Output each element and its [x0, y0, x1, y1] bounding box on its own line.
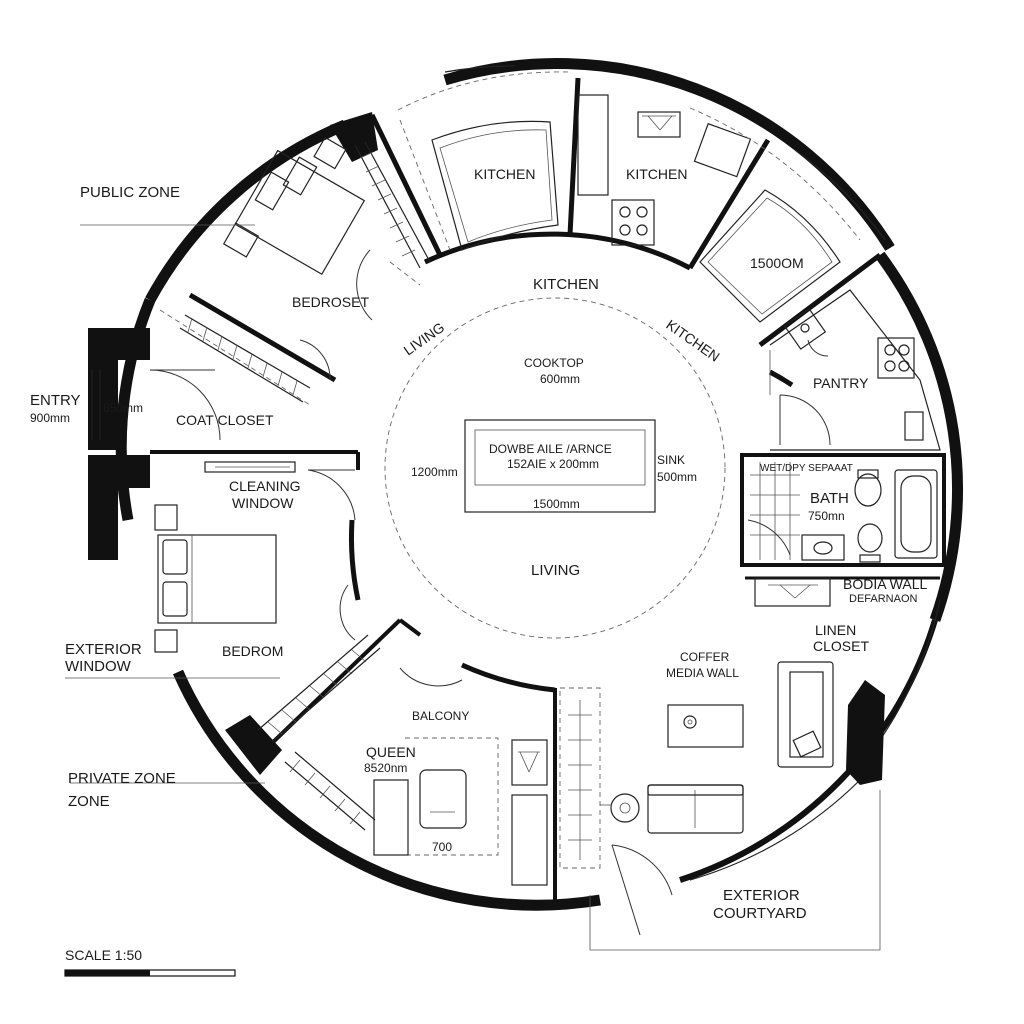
upper-wardrobe-hatch — [354, 141, 431, 269]
leader-lines — [65, 224, 280, 784]
partition-walls — [150, 77, 946, 902]
sink-dim-label: 500mm — [657, 470, 697, 484]
media-wall-hatch — [559, 687, 601, 869]
left-bedroom-fixtures — [154, 461, 356, 653]
table-label-2: 152AIE x 200mm — [507, 457, 599, 471]
linen-label-1: LINEN — [815, 622, 856, 638]
queen-label: QUEEN — [366, 744, 416, 760]
coat-closet-label: COAT CLOSET — [176, 412, 274, 428]
cleaning-label-2: WINDOW — [232, 495, 294, 511]
bath-tile-grid — [750, 462, 800, 560]
inner-wall — [349, 231, 794, 693]
cooktop-dim-label: 600mm — [540, 372, 580, 386]
bedrom-label: BEDROM — [222, 643, 283, 659]
bathroom-fixtures — [747, 462, 938, 607]
living-label: LIVING — [531, 562, 580, 579]
scale-bar — [64, 969, 236, 977]
exterior-window-label-1: EXTERIOR — [65, 641, 142, 658]
lower-wardrobe-hatch — [257, 634, 381, 743]
entry-label: ENTRY — [30, 392, 81, 409]
dim-700-label: 700 — [432, 840, 452, 854]
public-zone-label: PUBLIC ZONE — [80, 184, 180, 201]
outer-wall — [115, 58, 963, 911]
linen-label-2: CLOSET — [813, 638, 869, 654]
kitchen-label-1: KITCHEN — [474, 166, 535, 182]
private-zone-label-1: PRIVATE ZONE — [68, 770, 176, 787]
scale-label: SCALE 1:50 — [65, 947, 142, 963]
balcony-fixtures — [257, 634, 548, 886]
room-1500-label: 1500OM — [750, 255, 804, 271]
exterior-window-label-2: WINDOW — [65, 658, 132, 675]
bodia-wall-label: BODIA WALL — [843, 576, 928, 592]
kitchen-fixtures — [397, 71, 861, 323]
cleaning-label-1: CLEANING — [229, 478, 301, 494]
coffer-label-2: MEDIA WALL — [666, 666, 739, 680]
pantry-fixtures — [769, 289, 941, 451]
living-diag-label: LIVING — [401, 319, 448, 358]
bath-label: BATH — [810, 490, 849, 507]
cooktop-label: COOKTOP — [524, 356, 584, 370]
structural-blocks — [88, 112, 885, 785]
dim-1200-label: 1200mm — [411, 465, 458, 479]
coffer-label-1: COFFER — [680, 650, 730, 664]
bedroset-label: BEDROSET — [292, 294, 369, 310]
upper-bedroom-fixtures — [222, 136, 431, 321]
lower-wardrobe-hatch-2 — [284, 751, 376, 831]
entry-dim-label: 900mm — [30, 411, 70, 425]
coat-closet-fixtures — [91, 309, 331, 441]
kitchen-diag-label: KITCHEN — [663, 316, 723, 364]
sink-label: SINK — [657, 453, 685, 467]
table-label-1: DOWBE AILE /ARNCE — [489, 442, 612, 456]
wet-dry-label: WET/DPY SEPAAAT — [760, 463, 853, 474]
exterior-courtyard-label-2: COURTYARD — [713, 905, 807, 922]
room-labels: PUBLIC ZONE ENTRY 900mm 850mm COAT CLOSE… — [30, 166, 928, 963]
living-fixtures — [559, 661, 881, 951]
private-zone-label-2: ZONE — [68, 793, 110, 810]
balcony-label: BALCONY — [412, 709, 469, 723]
exterior-courtyard-label-1: EXTERIOR — [723, 887, 800, 904]
central-table — [464, 419, 656, 513]
pantry-label: PANTRY — [813, 375, 869, 391]
defarnaon-label: DEFARNAON — [849, 593, 918, 605]
queen-dim-label: 8520nm — [364, 761, 407, 775]
dim-1500-label: 1500mm — [533, 497, 580, 511]
door-dim-label: 850mm — [103, 401, 143, 415]
coat-closet-hatch — [179, 314, 311, 403]
bath-dim-label: 750mn — [808, 509, 845, 523]
kitchen-center-label: KITCHEN — [533, 276, 599, 293]
kitchen-label-2: KITCHEN — [626, 166, 687, 182]
